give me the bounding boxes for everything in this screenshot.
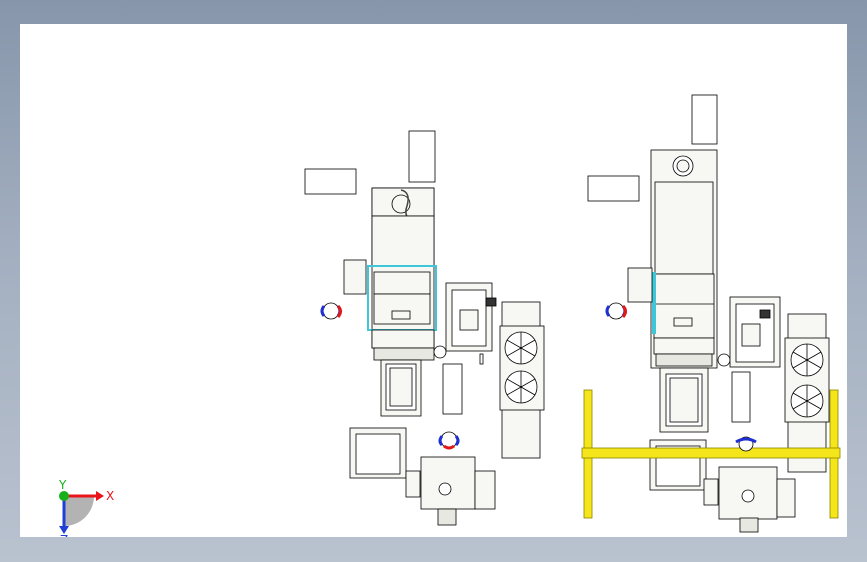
safety-fence xyxy=(581,389,841,519)
operator-icon xyxy=(605,302,627,320)
x-axis-label: X xyxy=(106,489,114,503)
orientation-triad: X Y Z xyxy=(58,478,114,537)
y-axis-label: Y xyxy=(58,478,67,492)
bin-left xyxy=(442,363,463,415)
side-box-right xyxy=(627,267,653,303)
fan-left-top xyxy=(504,331,538,365)
operator-icon xyxy=(735,436,757,452)
z-axis-label: Z xyxy=(60,533,68,537)
bin-right xyxy=(731,371,751,423)
z-arrow-icon xyxy=(59,526,69,534)
cabinet-right xyxy=(691,94,718,145)
control-panel-left xyxy=(304,168,357,195)
production-cell-left xyxy=(304,130,545,526)
layout-drawing[interactable] xyxy=(20,24,847,537)
control-panel-right xyxy=(587,175,640,202)
y-axis-point xyxy=(59,491,69,501)
graphics-viewport[interactable]: X Y Z xyxy=(20,24,847,537)
fan-left-bottom xyxy=(504,370,538,404)
side-box-left xyxy=(343,259,367,295)
fan-right-bottom xyxy=(790,384,824,418)
operator-icon xyxy=(438,431,460,450)
cabinet-left xyxy=(408,130,436,183)
drive-unit-left xyxy=(420,456,476,510)
x-arrow-icon xyxy=(96,491,104,501)
triad-shadow xyxy=(64,496,94,526)
fan-right-top xyxy=(790,343,824,377)
operator-icon xyxy=(320,302,342,320)
